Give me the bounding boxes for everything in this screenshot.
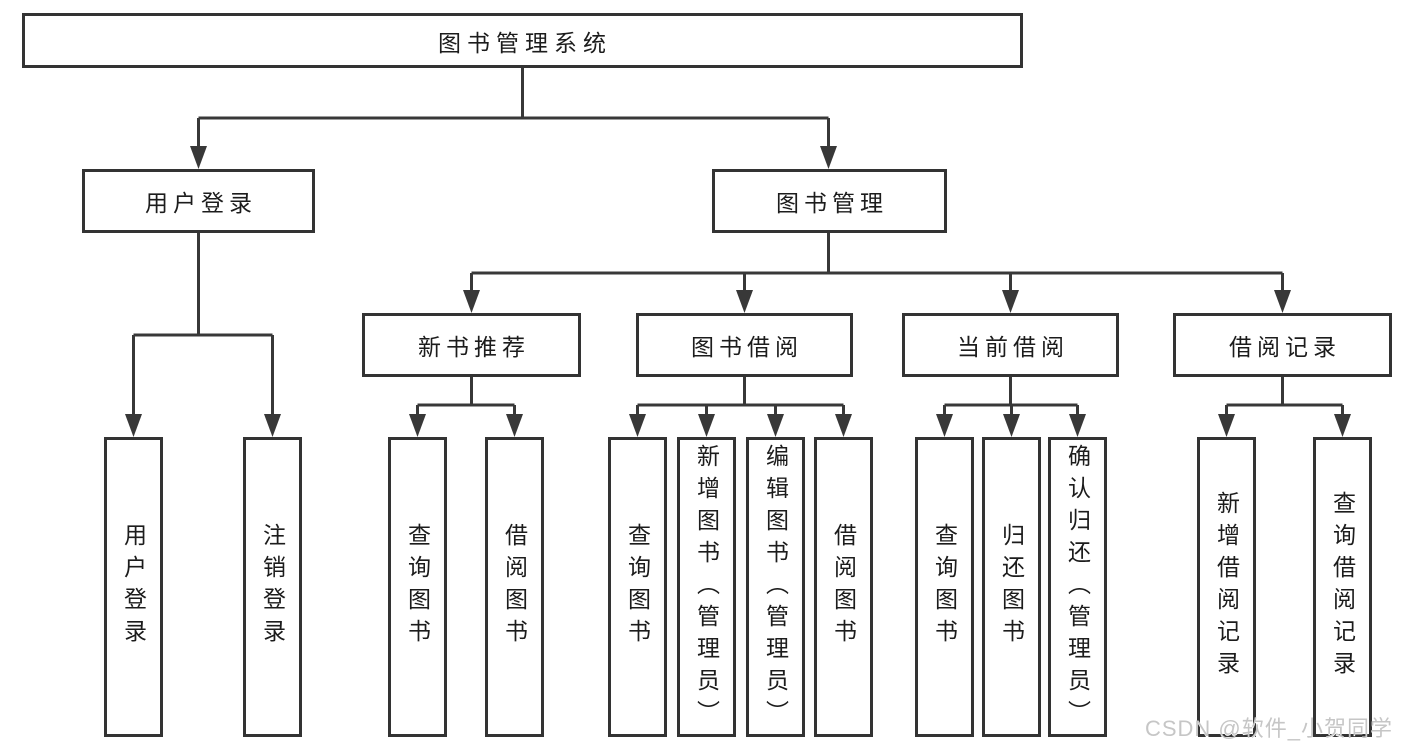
node-current-borrowing: 当前借阅: [902, 313, 1119, 377]
node-new-book-recommendation: 新书推荐: [362, 313, 581, 377]
leaf-confirm-return-admin: 确认归还（管理员）: [1048, 437, 1107, 737]
leaf-add-borrow-record: 新增借阅记录: [1197, 437, 1256, 737]
leaf-add-book-admin: 新增图书（管理员）: [677, 437, 736, 737]
leaf-query-books-current: 查询图书: [915, 437, 974, 737]
node-book-management: 图书管理: [712, 169, 947, 233]
leaf-query-books-borrowing: 查询图书: [608, 437, 667, 737]
leaf-borrow-books-recommend: 借阅图书: [485, 437, 544, 737]
node-user-login: 用户登录: [82, 169, 315, 233]
node-library-management-system: 图书管理系统: [22, 13, 1023, 68]
leaf-borrow-books: 借阅图书: [814, 437, 873, 737]
leaf-logout: 注销登录: [243, 437, 302, 737]
leaf-edit-book-admin: 编辑图书（管理员）: [746, 437, 805, 737]
node-book-borrowing: 图书借阅: [636, 313, 853, 377]
watermark-text: CSDN @软件_小贺同学: [1144, 716, 1393, 741]
leaf-return-books: 归还图书: [982, 437, 1041, 737]
node-borrowing-records: 借阅记录: [1173, 313, 1392, 377]
leaf-query-books-recommend: 查询图书: [388, 437, 447, 737]
leaf-user-login: 用户登录: [104, 437, 163, 737]
leaf-query-borrow-record: 查询借阅记录: [1313, 437, 1372, 737]
